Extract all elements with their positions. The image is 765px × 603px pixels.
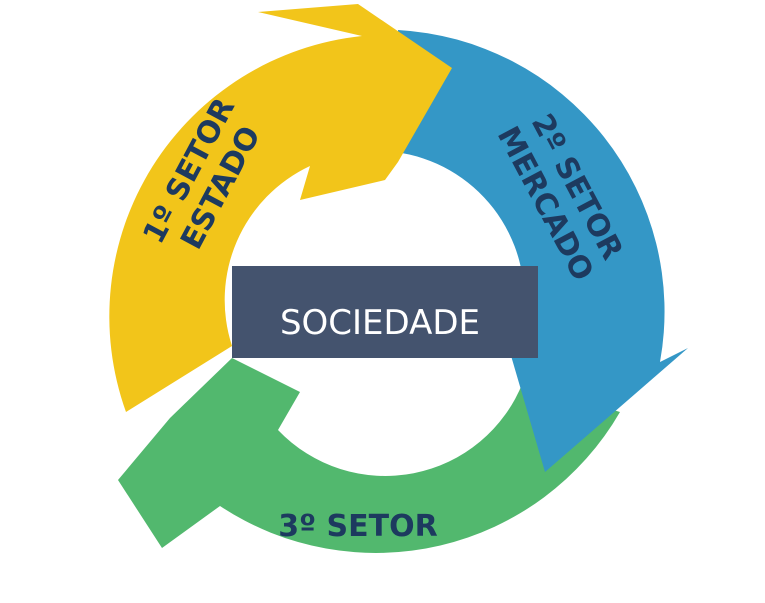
arrow-1-setor <box>109 4 452 412</box>
center-box <box>232 266 538 358</box>
arrow-2-setor <box>395 30 688 472</box>
arrow-3-setor <box>118 358 620 553</box>
segment-3-label: 3º SETOR <box>278 509 437 544</box>
center-label: SOCIEDADE <box>280 303 480 343</box>
